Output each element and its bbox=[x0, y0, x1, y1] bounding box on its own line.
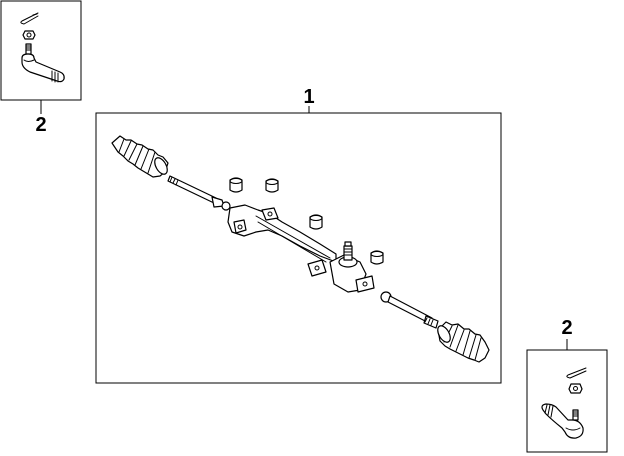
cotter-pin-icon bbox=[20, 12, 39, 25]
callout-number-right: 2 bbox=[561, 317, 572, 339]
tie-rod-end-icon bbox=[541, 403, 584, 439]
inset-frame-left bbox=[0, 0, 82, 101]
bellows-boot-icon-right bbox=[437, 321, 490, 363]
tie-rod-end-inset-right[interactable]: 2 bbox=[526, 317, 608, 453]
mount-bushing-icon-4 bbox=[370, 250, 384, 265]
tie-rod-left bbox=[167, 175, 231, 211]
mount-bushing-icon-3 bbox=[309, 214, 323, 230]
steering-rack-icon bbox=[227, 204, 337, 277]
tie-rod-end-icon bbox=[21, 43, 65, 83]
mount-bushing-icon-2 bbox=[265, 178, 279, 193]
pinion-housing-icon bbox=[329, 241, 375, 293]
tie-rod-right bbox=[380, 291, 439, 329]
tie-rod-end-inset-left[interactable]: 2 bbox=[0, 0, 82, 136]
inset-frame-right bbox=[526, 349, 608, 453]
nut-icon bbox=[568, 383, 583, 394]
cotter-pin-icon bbox=[566, 367, 587, 379]
steering-rack-assembly[interactable]: 1 bbox=[95, 86, 502, 384]
assembly-frame bbox=[95, 112, 502, 384]
mount-bushing-icon-1 bbox=[229, 177, 243, 193]
callout-number-left: 2 bbox=[35, 114, 46, 136]
callout-number-main: 1 bbox=[303, 86, 314, 108]
bellows-boot-icon-left bbox=[111, 135, 169, 178]
nut-icon bbox=[22, 30, 36, 40]
